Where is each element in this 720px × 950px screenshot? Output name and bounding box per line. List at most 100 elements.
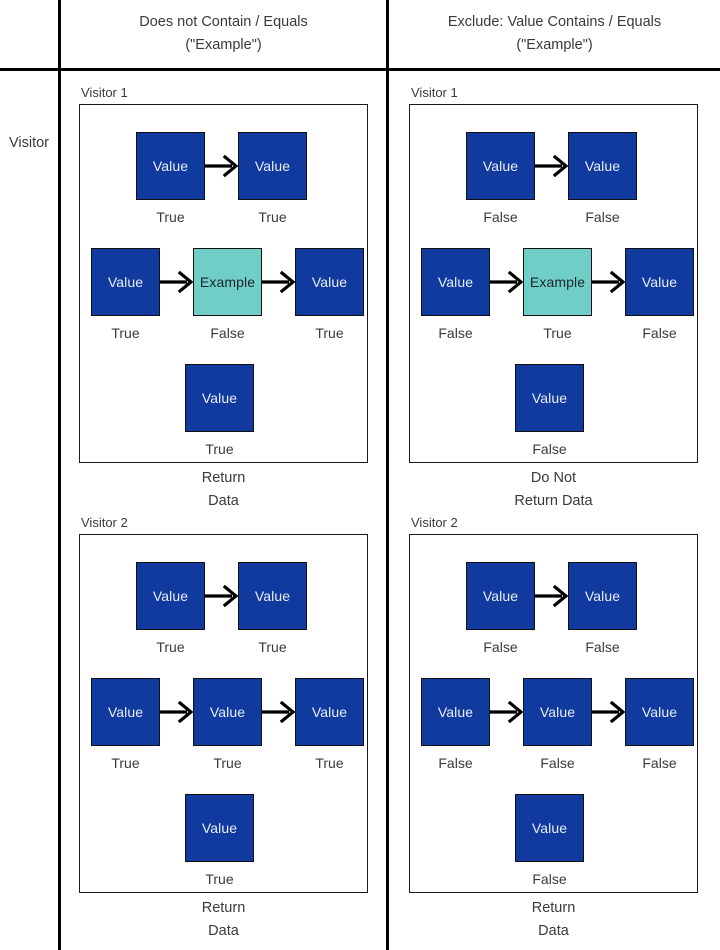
node-boolean-label: False (438, 325, 473, 341)
node-boolean-label: False (642, 755, 677, 771)
panel-footer-line2: Return Data (514, 493, 593, 509)
panel-footer-line1: Do Not (530, 470, 577, 486)
visitor-group-label: Visitor 2 (411, 515, 458, 530)
example-box: Example (523, 248, 592, 316)
value-box: Value (625, 248, 694, 316)
node-boolean-label: False (210, 325, 245, 341)
value-box: Value (466, 132, 535, 200)
header-divider-horizontal (0, 68, 720, 71)
panel-footer-line1: Return (201, 900, 246, 916)
arrow-right-icon (262, 678, 295, 746)
node-boolean-label: False (483, 639, 518, 655)
arrow-right-icon (592, 248, 625, 316)
column-header-line2: ("Example") (185, 37, 262, 53)
column-header-line1: Exclude: Value Contains / Equals (447, 14, 662, 30)
arrow-right-icon (535, 562, 568, 630)
node-boolean-label: False (532, 441, 567, 457)
panel-footer-line2: Data (208, 923, 239, 939)
value-box: Value (421, 678, 490, 746)
node-boolean-label: True (205, 441, 234, 457)
node-boolean-label: True (111, 325, 140, 341)
arrow-right-icon (592, 678, 625, 746)
node-boolean-label: True (543, 325, 572, 341)
visitor-group-label: Visitor 1 (81, 85, 128, 100)
arrow-right-icon (160, 248, 193, 316)
node-boolean-label: False (585, 639, 620, 655)
panel-footer-line1: Return (201, 470, 246, 486)
arrow-right-icon (535, 132, 568, 200)
value-box: Value (523, 678, 592, 746)
node-boolean-label: False (438, 755, 473, 771)
row-header-visitor: Visitor (8, 135, 50, 151)
node-boolean-label: False (585, 209, 620, 225)
value-box: Value (136, 562, 205, 630)
value-box: Value (568, 562, 637, 630)
value-box: Value (466, 562, 535, 630)
node-boolean-label: False (532, 871, 567, 887)
node-boolean-label: True (315, 755, 344, 771)
panel-footer-line2: Data (538, 923, 569, 939)
node-boolean-label: True (258, 639, 287, 655)
arrow-right-icon (205, 562, 238, 630)
node-boolean-label: True (156, 209, 185, 225)
value-box: Value (238, 562, 307, 630)
column-header-line2: ("Example") (516, 37, 593, 53)
node-boolean-label: True (205, 871, 234, 887)
value-box: Value (625, 678, 694, 746)
value-box: Value (421, 248, 490, 316)
value-box: Value (515, 364, 584, 432)
value-box: Value (568, 132, 637, 200)
value-box: Value (185, 794, 254, 862)
example-box: Example (193, 248, 262, 316)
arrow-right-icon (490, 678, 523, 746)
arrow-right-icon (205, 132, 238, 200)
arrow-right-icon (160, 678, 193, 746)
value-box: Value (91, 248, 160, 316)
node-boolean-label: True (213, 755, 242, 771)
column-header-exclude-value-contains: Exclude: Value Contains / Equals ("Examp… (389, 0, 720, 68)
panel-footer-line1: Return (531, 900, 576, 916)
column-divider-vertical (386, 0, 389, 950)
